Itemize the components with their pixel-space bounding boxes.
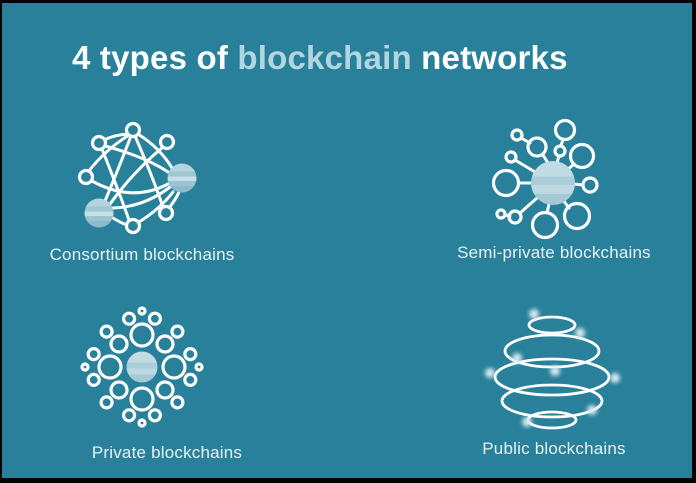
semi-private-card [489, 117, 619, 247]
private-card [77, 305, 207, 431]
consortium-network-icon [77, 121, 197, 235]
private-network-icon [80, 306, 204, 428]
public-network-icon [485, 309, 620, 430]
public-card [477, 301, 627, 441]
title-prefix: 4 types of [72, 39, 238, 76]
title-suffix: networks [411, 39, 568, 76]
page-title: 4 types of blockchain networks [72, 39, 568, 77]
public-label: Public blockchains [482, 439, 626, 458]
semi-private-network-icon [491, 118, 599, 240]
semi-private-label: Semi-private blockchains [457, 243, 651, 262]
title-highlight: blockchain [237, 39, 412, 76]
consortium-label: Consortium blockchains [49, 245, 235, 264]
private-label: Private blockchains [91, 443, 243, 462]
consortium-card [72, 115, 212, 243]
